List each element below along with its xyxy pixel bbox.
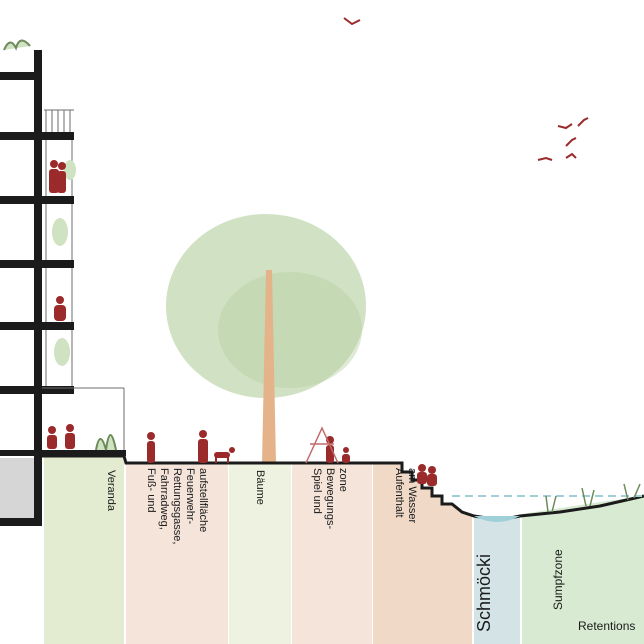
person-icon xyxy=(65,424,75,449)
balcony-plant-icon xyxy=(54,338,70,366)
bird-icon xyxy=(557,123,573,130)
birds xyxy=(343,17,589,161)
zone-label-water-stay-line: Aufenthalt xyxy=(393,468,405,518)
balcony-railings xyxy=(42,109,125,450)
zone-band-water-stay xyxy=(373,463,472,644)
zone-label-water-stay-line: am Wasser xyxy=(406,468,418,524)
floor-slab xyxy=(0,196,74,204)
person-icon xyxy=(342,447,350,463)
zone-label-retention: Retentions xyxy=(578,619,635,633)
zone-label-swamp: Sumpfzone xyxy=(551,549,565,610)
floor-slab xyxy=(0,386,74,394)
floor-slab xyxy=(0,260,74,268)
basement-wall xyxy=(0,518,42,526)
stream-water xyxy=(474,516,520,522)
bird-icon xyxy=(343,17,361,26)
zone-label-stream: Schmöcki xyxy=(474,554,494,632)
zone-band-play xyxy=(292,463,372,644)
floor-slab xyxy=(0,132,74,140)
zone-band-veranda xyxy=(44,456,124,644)
zone-band-trees xyxy=(229,463,291,644)
ground-floor-slab xyxy=(0,450,126,456)
person-icon xyxy=(417,464,427,484)
zone-label-path-group: Fuß- und Fahrradweg, Rettungsgasse, Feue… xyxy=(145,468,209,544)
zone-band-stream xyxy=(474,516,520,644)
rooftop-plant-icon xyxy=(3,39,31,51)
balcony-plant-icon xyxy=(64,160,76,180)
zone-bands xyxy=(44,456,644,644)
floor-slab xyxy=(0,322,74,330)
person-icon xyxy=(57,162,66,193)
zone-label-play-line: Spiel und xyxy=(311,468,323,514)
zone-label-path-line: Feuerwehr- xyxy=(184,468,196,525)
veranda-plant-icon xyxy=(95,434,117,451)
zone-label-path-line: Fuß- und xyxy=(145,468,157,513)
floor-slab xyxy=(0,72,42,80)
basement xyxy=(0,458,34,518)
bird-icon xyxy=(577,117,589,127)
zone-label-path-line: Rettungsgasse, xyxy=(171,468,183,544)
person-icon xyxy=(54,296,66,321)
person-icon xyxy=(427,466,437,486)
tree-icon xyxy=(166,214,366,463)
people-figures xyxy=(47,160,437,486)
tree-crown-shade xyxy=(218,272,362,388)
reed-icon xyxy=(623,483,641,501)
climbing-frame-icon xyxy=(305,426,339,464)
zone-label-veranda: Veranda xyxy=(105,470,117,512)
person-icon xyxy=(47,426,57,449)
zone-label-path-line: aufstellfläche xyxy=(197,468,209,532)
building-wall xyxy=(34,50,42,520)
zone-label-play-group: Spiel und Bewegungs- zone xyxy=(311,468,349,529)
bird-icon xyxy=(565,137,577,147)
bird-icon xyxy=(565,152,577,159)
dog-icon xyxy=(214,447,235,463)
zone-band-swamp xyxy=(522,496,644,644)
tree-trunk xyxy=(262,270,276,463)
zone-label-play-line: zone xyxy=(337,468,349,492)
reed-icon xyxy=(581,487,595,507)
zone-band-path xyxy=(126,463,228,644)
reed-icon xyxy=(545,495,557,513)
person-icon xyxy=(147,432,155,463)
bird-icon xyxy=(537,156,553,161)
person-icon xyxy=(49,160,59,193)
zone-label-water-stay-group: Aufenthalt am Wasser xyxy=(393,468,418,524)
marsh-plants xyxy=(545,483,641,513)
zone-label-play-line: Bewegungs- xyxy=(324,468,336,529)
zone-label-trees: Bäume xyxy=(254,470,266,505)
balcony-plant-icon xyxy=(52,218,68,246)
zone-label-path-line: Fahrradweg, xyxy=(158,468,170,530)
person-icon xyxy=(198,430,208,463)
building-section xyxy=(0,39,126,526)
